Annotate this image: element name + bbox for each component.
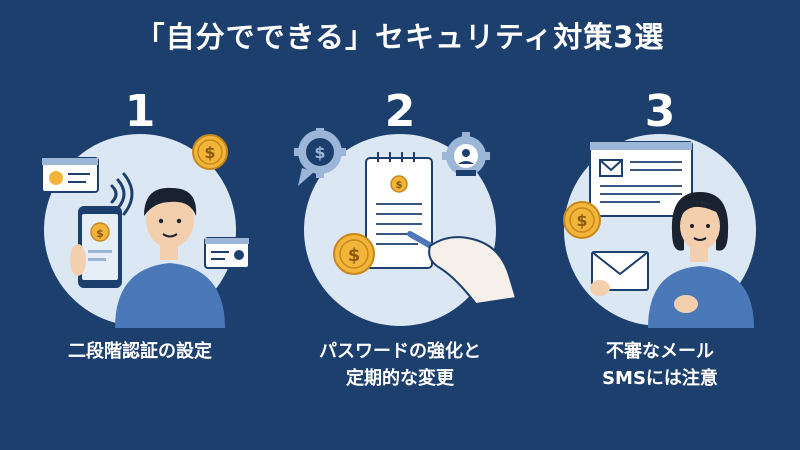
svg-text:$: $ [204,143,215,162]
smartphone-icon: $ [70,206,122,288]
step-number: 3 [644,86,676,137]
person-icon [115,187,225,328]
step-number: 2 [384,86,416,137]
step-number: 1 [124,86,156,137]
page-title: 「自分でできる」セキュリティ対策3選 [135,20,665,54]
coin-icon: $ [192,134,228,170]
profile-card-icon [41,157,99,193]
envelope-icon [590,251,649,296]
step-caption: パスワードの強化と 定期的な変更 [319,341,481,389]
two-factor-illustration: $ $ [41,134,250,328]
person-icon [648,192,754,328]
coin-icon: $ [333,233,375,275]
svg-text:$: $ [396,180,403,191]
svg-text:$: $ [576,211,587,230]
gear-icon [442,132,490,176]
gear-icon: $ [294,128,346,186]
coin-icon: $ [563,201,601,239]
signal-icon [110,172,134,216]
notepad-icon: $ [365,152,433,269]
svg-text:$: $ [314,143,325,162]
suspicious-mail-illustration: $ [563,134,756,328]
profile-card-icon [204,237,250,269]
browser-window-icon [589,141,693,217]
step-caption: 不審なメール SMSには注意 [602,341,718,389]
svg-text:$: $ [96,227,104,240]
svg-text:$: $ [348,245,361,266]
hand-with-pen-icon [407,231,518,306]
step-caption: 二段階認証の設定 [68,341,212,362]
password-illustration: $ $ [294,128,518,326]
